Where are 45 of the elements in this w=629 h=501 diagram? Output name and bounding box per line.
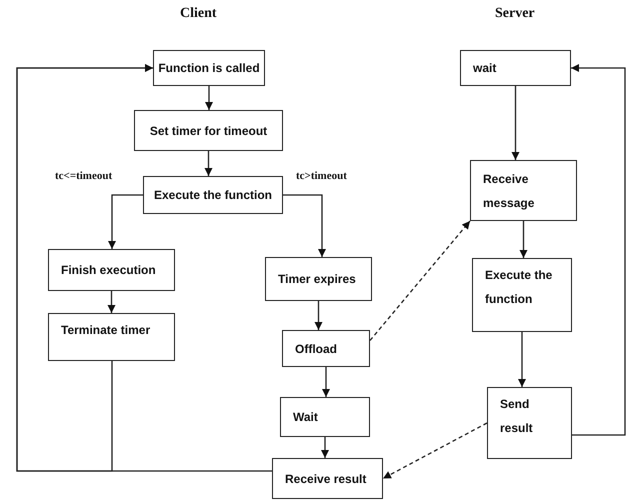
node-label: Timer expires: [278, 271, 356, 288]
node-label: Offload: [295, 340, 337, 358]
node-label: Terminate timer: [61, 322, 150, 339]
dashed-arrow: [370, 220, 470, 341]
process-box: [472, 258, 572, 332]
node-label: Execute the function: [485, 267, 554, 308]
node-label: Set timer for timeout: [150, 122, 268, 140]
process-box: [460, 50, 571, 86]
arrow: [108, 194, 143, 249]
process-box: [153, 50, 265, 86]
process-box: [134, 110, 283, 151]
process-box: [487, 387, 572, 459]
node-label: wait: [473, 60, 496, 77]
edge-label: tc<=timeout: [55, 170, 112, 182]
node-label: Finish execution: [61, 262, 156, 279]
process-box: [143, 176, 283, 214]
process-box: [48, 313, 175, 361]
process-box: [272, 458, 383, 499]
arrow: [518, 332, 526, 387]
node-label: Function is called: [158, 60, 260, 77]
arrow: [283, 194, 326, 257]
process-box: [470, 160, 577, 221]
arrow: [512, 86, 520, 160]
arrow: [322, 367, 330, 397]
arrow: [205, 86, 213, 110]
column-heading: Client: [180, 6, 217, 22]
arrow: [16, 64, 272, 472]
arrow: [314, 301, 322, 330]
arrow: [321, 437, 329, 458]
process-box: [280, 397, 370, 437]
arrow: [571, 64, 626, 436]
arrow: [108, 291, 116, 313]
node-label: Receive message: [483, 170, 536, 212]
arrow: [204, 151, 212, 176]
node-label: Send result: [500, 396, 534, 437]
node-label: Wait: [293, 409, 318, 426]
dashed-arrow: [382, 422, 488, 480]
process-box: [265, 257, 372, 301]
process-box: [282, 330, 370, 367]
edge-label: tc>timeout: [296, 170, 347, 182]
column-heading: Server: [495, 6, 535, 22]
arrow: [520, 221, 528, 258]
node-label: Execute the function: [154, 187, 272, 204]
process-box: [48, 249, 175, 291]
node-label: Receive result: [285, 470, 366, 488]
